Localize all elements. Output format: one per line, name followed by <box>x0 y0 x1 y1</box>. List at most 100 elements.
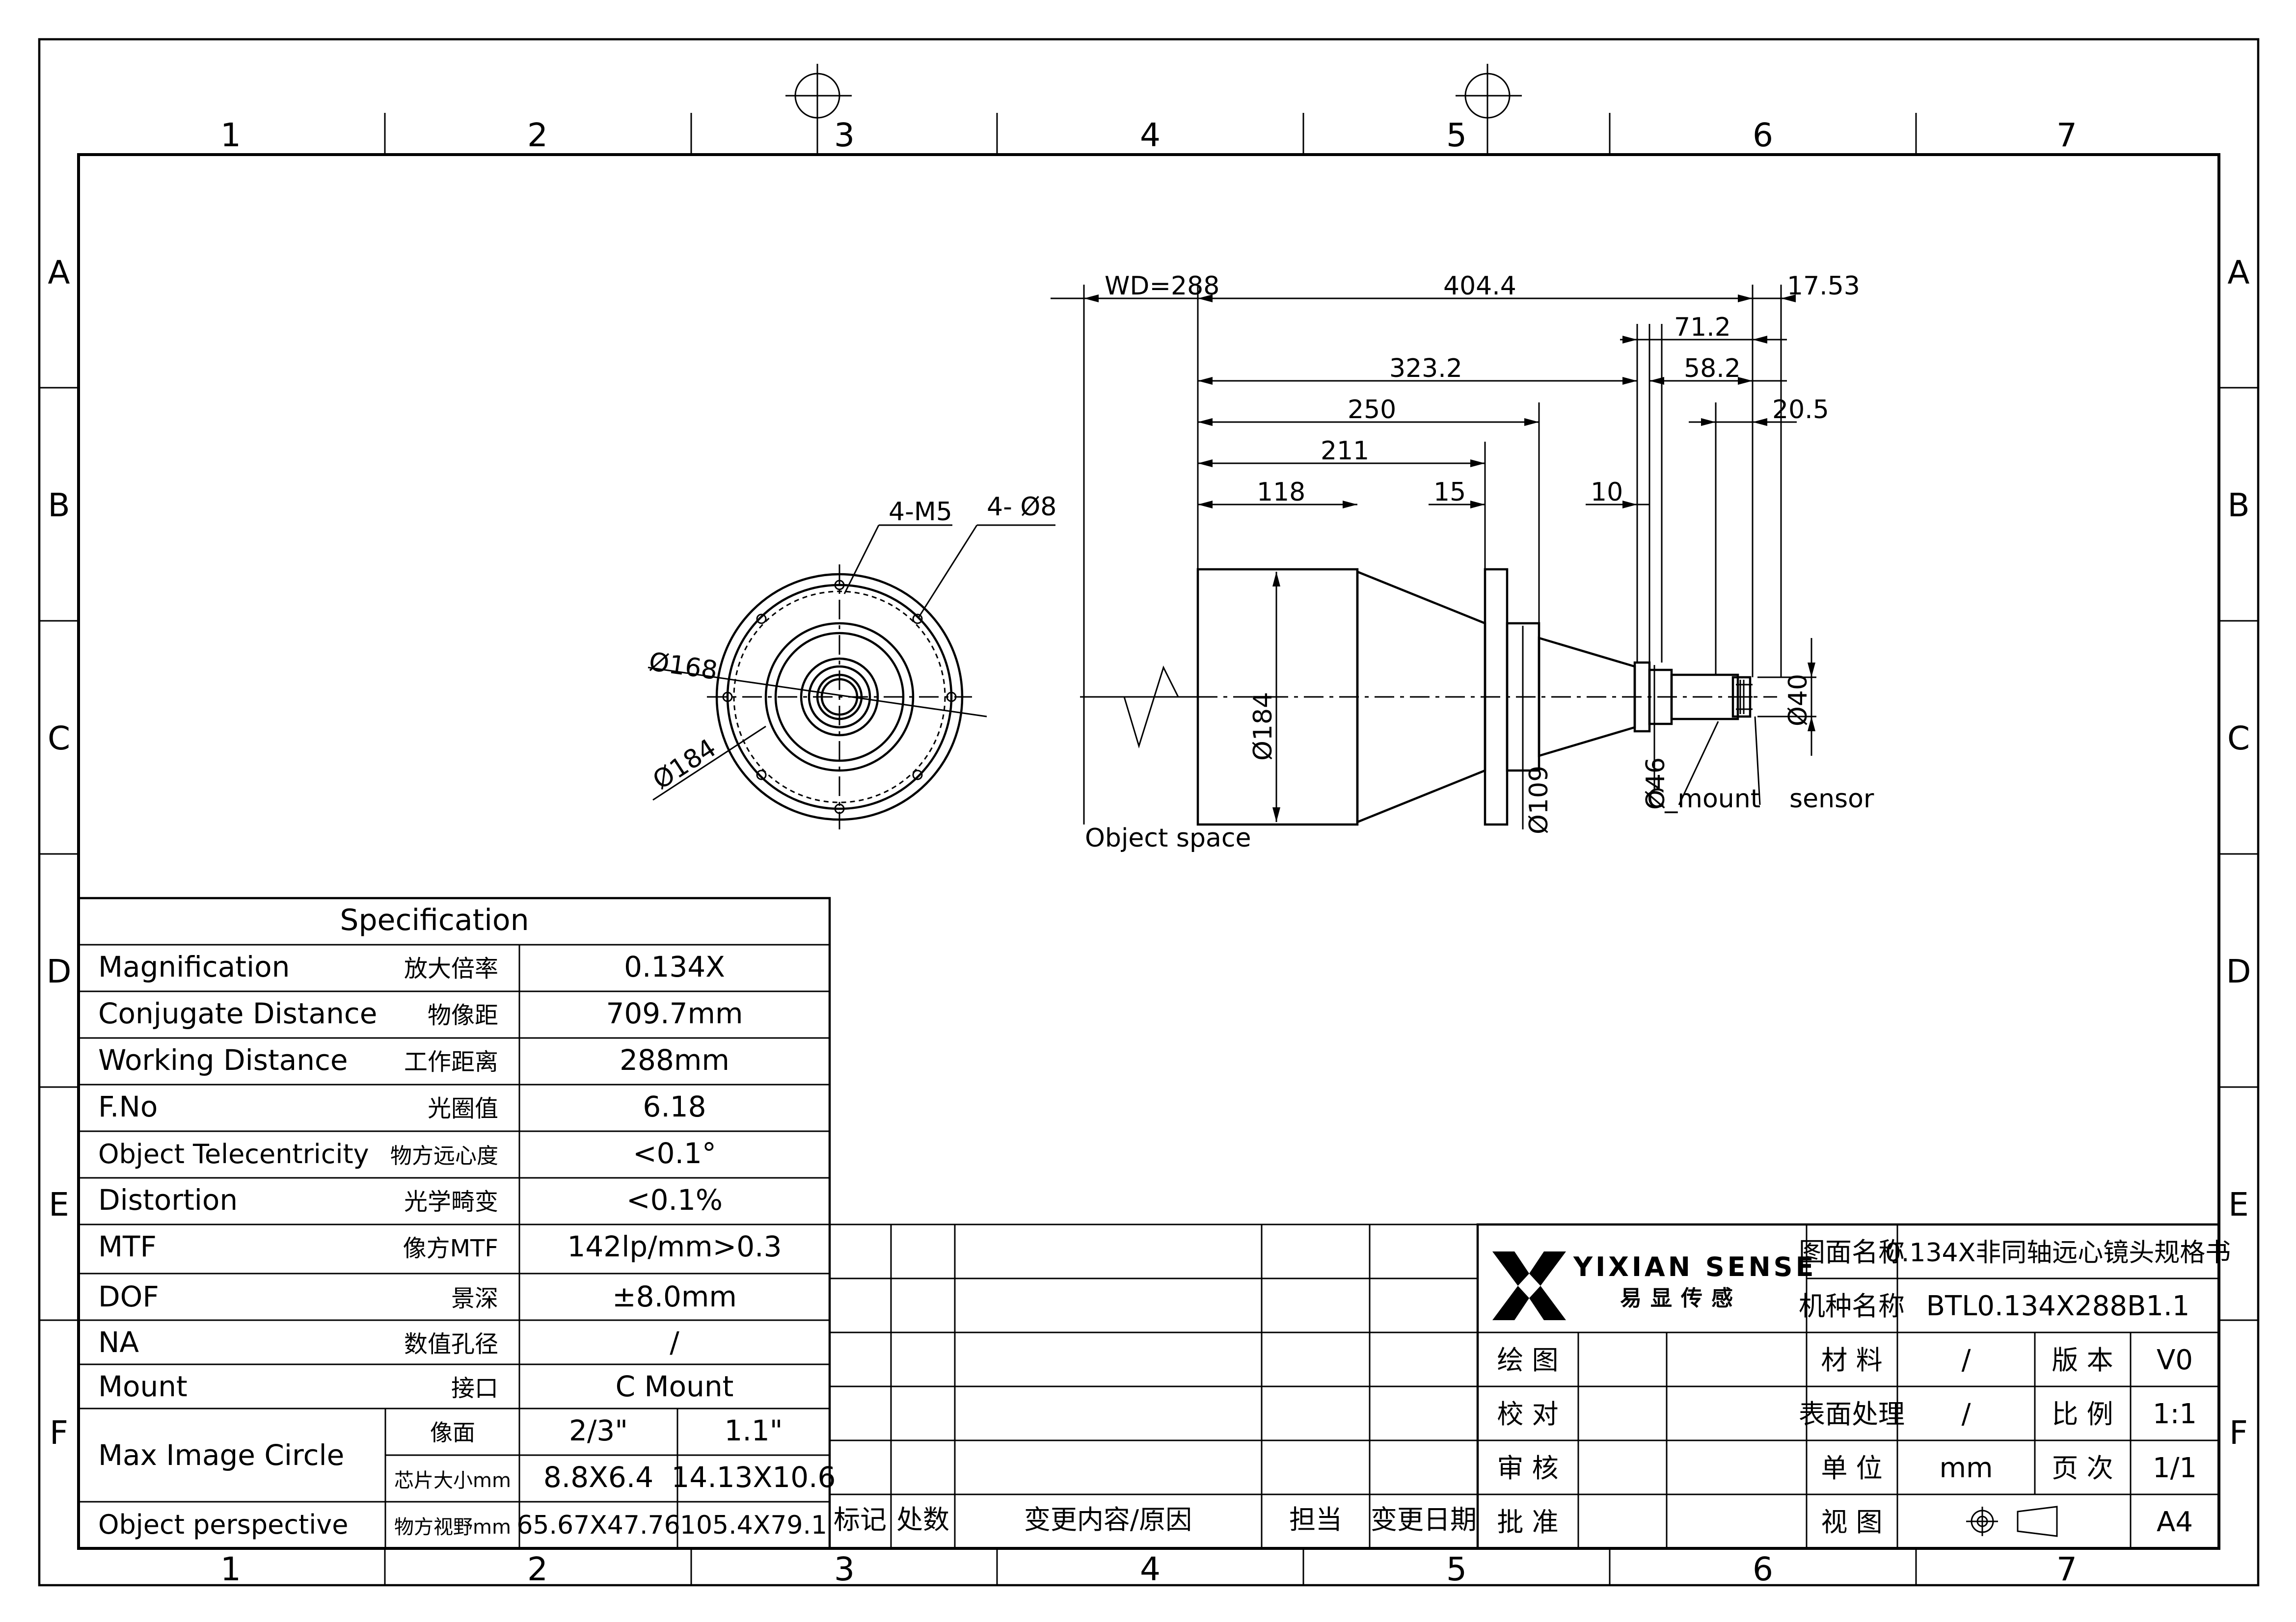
spec-row-en: Mount <box>98 1370 188 1403</box>
dim-211: 211 <box>1321 436 1369 466</box>
dim-d40: Ø40 <box>1783 674 1813 726</box>
title-block: YIXIAN SENSE 易显传感 绘 图 校 对 审 核 批 准 图面名称 0… <box>1476 1223 2231 1550</box>
spec-row-en: DOF <box>98 1280 159 1313</box>
spec-row-cn: 接口 <box>451 1375 498 1402</box>
row-label-right: E <box>2228 1186 2249 1223</box>
surface-value: / <box>1962 1398 1971 1430</box>
spec-row-cn: 放大倍率 <box>404 955 498 983</box>
spec-row-val: C Mount <box>616 1370 734 1403</box>
dim-10: 10 <box>1591 478 1623 507</box>
spec-row-cn: 光圈值 <box>428 1095 498 1122</box>
spec-image-circle-sub2: 芯片大小mm <box>394 1469 511 1492</box>
role-check: 校 对 <box>1497 1399 1558 1430</box>
spec-object-perspective-va: 65.67X47.76 <box>516 1511 680 1540</box>
projection-symbol-icon <box>1966 1506 2058 1537</box>
specification-table: Specification Magnification 放大倍率 0.134X … <box>77 897 836 1550</box>
model-name: BTL0.134X288B1.1 <box>1926 1290 2190 1322</box>
page-label: 页 次 <box>2052 1453 2113 1484</box>
spec-row-val: 709.7mm <box>606 997 743 1030</box>
revision-header-count: 处数 <box>896 1504 949 1535</box>
version-value: V0 <box>2157 1344 2193 1376</box>
drawing-name: 0.134X非同轴远心镜头规格书 <box>1885 1238 2231 1268</box>
dim-15: 15 <box>1433 478 1466 507</box>
front-label-d184: Ø184 <box>648 733 721 796</box>
revision-header-content: 变更内容/原因 <box>1024 1504 1192 1535</box>
spec-row-cn: 物方远心度 <box>390 1143 498 1169</box>
spec-row-val: ±8.0mm <box>612 1280 737 1313</box>
row-label-right: B <box>2227 486 2249 524</box>
row-label-left: A <box>48 254 70 292</box>
col-label-bottom: 3 <box>834 1550 855 1588</box>
spec-row-en: Magnification <box>98 950 290 984</box>
spec-object-perspective-sub: 物方视野mm <box>394 1516 511 1539</box>
dim-404: 404.4 <box>1443 271 1516 301</box>
role-draw: 绘 图 <box>1497 1345 1558 1376</box>
dim-d109: Ø109 <box>1524 766 1554 834</box>
unit-label: 单 位 <box>1821 1453 1882 1484</box>
material-value: / <box>1962 1344 1971 1376</box>
dim-58: 58.2 <box>1684 354 1741 383</box>
material-label: 材 料 <box>1821 1345 1882 1376</box>
col-label-top: 5 <box>1446 116 1467 154</box>
row-label-right: F <box>2229 1414 2248 1452</box>
dim-d46: Ø46 <box>1641 757 1671 810</box>
centering-mark-left <box>785 64 852 155</box>
spec-row-en: MTF <box>98 1230 157 1263</box>
col-label-bottom: 2 <box>527 1550 548 1588</box>
logo-text-en: YIXIAN SENSE <box>1573 1251 1816 1282</box>
dim-118: 118 <box>1257 478 1305 507</box>
label-sensor: sensor <box>1789 784 1874 814</box>
col-label-bottom: 4 <box>1140 1550 1161 1588</box>
row-label-left: F <box>50 1414 68 1452</box>
scale-label: 比 例 <box>2052 1399 2113 1430</box>
spec-row-cn: 像方MTF <box>403 1235 498 1262</box>
page-value: 1/1 <box>2153 1452 2197 1484</box>
spec-row-en: Working Distance <box>98 1043 348 1077</box>
spec-image-circle-label: Max Image Circle <box>98 1438 344 1472</box>
logo-text-cn: 易显传感 <box>1620 1286 1742 1311</box>
col-label-bottom: 5 <box>1446 1550 1467 1588</box>
row-label-left: E <box>49 1186 69 1223</box>
spec-row-val: 0.134X <box>624 950 725 984</box>
spec-row-val: 6.18 <box>643 1090 706 1123</box>
model-label: 机种名称 <box>1799 1291 1905 1322</box>
col-label-top: 3 <box>834 116 855 154</box>
col-label-top: 2 <box>527 116 548 154</box>
spec-row-cn: 光学畸变 <box>404 1188 498 1216</box>
revision-table: 标记 处数 变更内容/原因 担当 变更日期 <box>830 1223 1478 1548</box>
paper-size: A4 <box>2157 1506 2193 1538</box>
spec-object-perspective-vb: 105.4X79.1 <box>680 1511 827 1540</box>
spec-row-cn: 数值孔径 <box>404 1330 498 1358</box>
dim-d184: Ø184 <box>1248 692 1278 761</box>
col-label-bottom: 1 <box>220 1550 241 1588</box>
dim-250: 250 <box>1348 395 1396 425</box>
version-label: 版 本 <box>2052 1345 2113 1376</box>
centering-mark-right <box>1456 64 1522 155</box>
spec-row-cn: 工作距离 <box>404 1048 498 1076</box>
spec-row-en: NA <box>98 1326 139 1359</box>
row-label-right: C <box>2227 719 2250 757</box>
row-label-left: D <box>47 953 72 990</box>
spec-image-circle-v1b: 1.1" <box>725 1414 783 1447</box>
surface-label: 表面处理 <box>1799 1399 1905 1430</box>
spec-row-val: 142lp/mm>0.3 <box>567 1230 782 1263</box>
spec-row-val: / <box>670 1326 679 1359</box>
dim-71: 71.2 <box>1674 313 1731 342</box>
dim-20: 20.5 <box>1772 395 1829 425</box>
lens-front-view: 4-M5 4- Ø8 Ø168 Ø184 <box>647 492 1056 829</box>
spec-row-val: <0.1% <box>626 1183 723 1217</box>
dim-wd: WD=288 <box>1105 271 1219 301</box>
revision-header-date: 变更日期 <box>1371 1504 1477 1535</box>
col-label-bottom: 6 <box>1753 1550 1773 1588</box>
spec-image-circle-v2a: 8.8X6.4 <box>543 1461 653 1494</box>
col-label-bottom: 7 <box>2056 1550 2077 1588</box>
spec-image-circle-sub1: 像面 <box>430 1419 475 1446</box>
scale-value: 1:1 <box>2153 1398 2197 1430</box>
col-label-top: 4 <box>1140 116 1161 154</box>
spec-row-en: Conjugate Distance <box>98 997 377 1030</box>
unit-value: mm <box>1939 1452 1993 1484</box>
revision-header-mark: 标记 <box>834 1504 887 1535</box>
lens-side-view: WD=288 404.4 17.53 71.2 323.2 58.2 250 2… <box>1051 271 1874 853</box>
spec-image-circle-v2b: 14.13X10.6 <box>672 1461 836 1494</box>
